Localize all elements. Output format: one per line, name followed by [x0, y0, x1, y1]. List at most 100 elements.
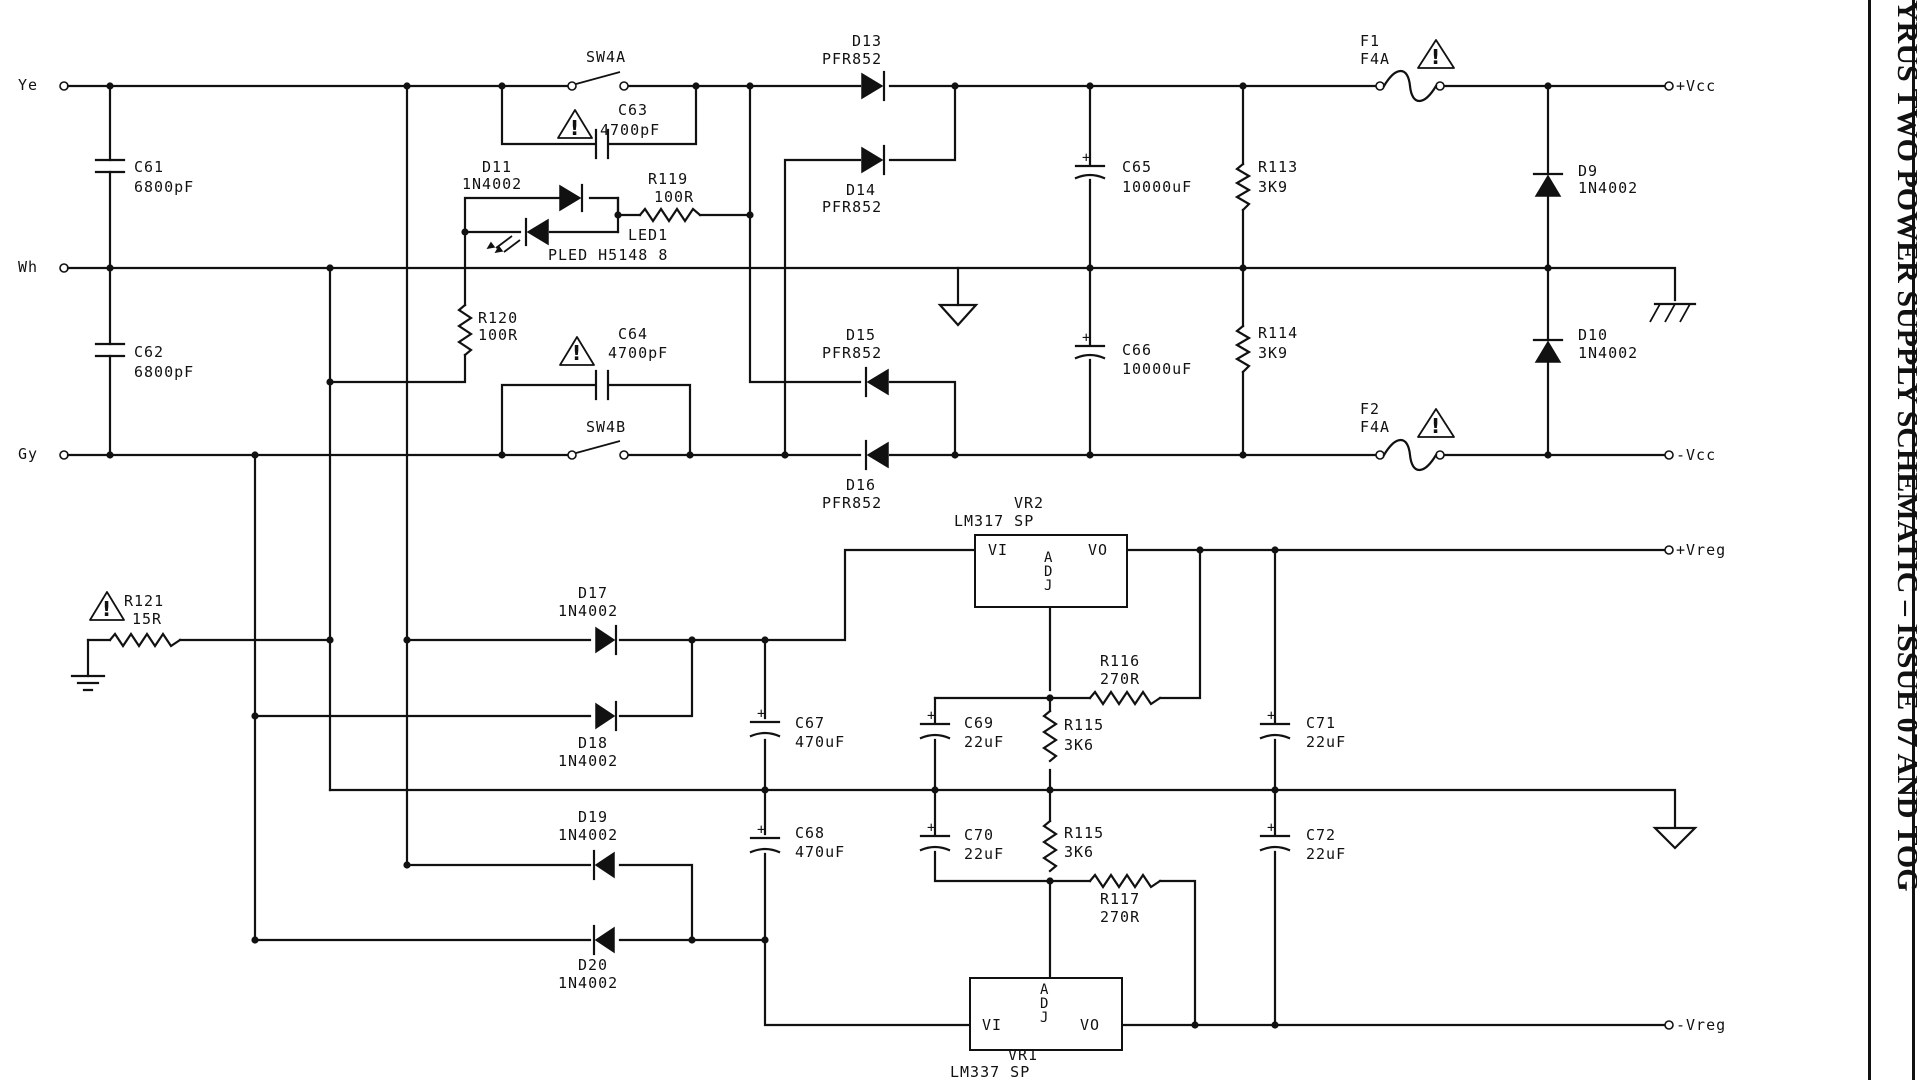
svg-text:!: !: [572, 341, 581, 365]
d10-value: 1N4002: [1578, 344, 1638, 362]
terminal-gy: Gy: [18, 445, 69, 463]
c66-value: 10000uF: [1122, 360, 1192, 378]
f1-value: F4A: [1360, 50, 1390, 68]
resistor-r115-lower: R115 3K6: [1042, 819, 1104, 873]
ground-icon: [937, 303, 979, 327]
c68-value: 470uF: [795, 843, 845, 861]
c61-value: 6800pF: [134, 178, 194, 196]
resistor-r121: ! R121 15R: [89, 591, 182, 648]
vr1-value: LM337 SP: [950, 1063, 1030, 1080]
resistor-r113: R113 3K9: [1234, 158, 1298, 212]
vr2-pin-vi: VI: [988, 541, 1008, 559]
terminal-gy-label: Gy: [18, 445, 38, 463]
c69-ref: C69: [964, 714, 994, 732]
c71-ref: C71: [1306, 714, 1336, 732]
warning-icon: !: [1417, 408, 1455, 438]
r120-ref: R120: [478, 309, 518, 327]
diode-d10: D10 1N4002: [1532, 326, 1638, 363]
d9-value: 1N4002: [1578, 179, 1638, 197]
capacitor-c65: + C65 10000uF: [1074, 150, 1192, 196]
regulator-vr1: VI VO A D J VR1 LM337 SP: [950, 977, 1123, 1080]
vr2-pin-vo: VO: [1088, 541, 1108, 559]
svg-text:!: !: [102, 597, 111, 621]
main-wiring: [66, 84, 1677, 1027]
svg-text:J: J: [1044, 578, 1053, 594]
diode-d13: D13 PFR852: [822, 32, 886, 102]
d18-ref: D18: [578, 734, 608, 752]
terminal-wh-label: Wh: [18, 258, 38, 276]
diode-d19: D19 1N4002: [558, 808, 617, 881]
sw4a-ref: SW4A: [586, 48, 626, 66]
d10-ref: D10: [1578, 326, 1608, 344]
diode-d9: D9 1N4002: [1532, 162, 1638, 197]
terminal-vreg-neg: -Vreg: [1664, 1016, 1726, 1034]
terminal-vcc-pos: +Vcc: [1664, 77, 1715, 95]
r115a-value: 3K6: [1064, 736, 1094, 754]
svg-text:D: D: [1044, 564, 1053, 580]
r117-value: 270R: [1100, 908, 1140, 926]
terminal-ye: Ye: [18, 76, 69, 94]
c67-value: 470uF: [795, 733, 845, 751]
r119-ref: R119: [648, 170, 688, 188]
d14-ref: D14: [846, 181, 876, 199]
vr1-pin-adj: A: [1040, 982, 1049, 998]
title-strip: YRUS TWO POWER SUPPLY SCHEMATIC – ISSUE …: [1868, 0, 1917, 1080]
c70-ref: C70: [964, 826, 994, 844]
d11-value: 1N4002: [462, 175, 522, 193]
c62-value: 6800pF: [134, 363, 194, 381]
regulator-vr2: VI VO A D J VR2 LM317 SP: [954, 494, 1128, 608]
r115b-ref: R115: [1064, 824, 1104, 842]
warning-icon: !: [557, 109, 593, 140]
warning-icon: !: [89, 591, 125, 621]
vr2-ref: VR2: [1014, 494, 1044, 512]
d20-ref: D20: [578, 956, 608, 974]
r115b-value: 3K6: [1064, 843, 1094, 861]
resistor-r116: R116 270R: [1088, 652, 1162, 706]
c65-ref: C65: [1122, 158, 1152, 176]
f2-value: F4A: [1360, 418, 1390, 436]
r116-value: 270R: [1100, 670, 1140, 688]
capacitor-c71: + C71 22uF: [1259, 708, 1345, 751]
d16-value: PFR852: [822, 494, 882, 512]
c72-ref: C72: [1306, 826, 1336, 844]
svg-text:+: +: [927, 708, 936, 724]
svg-text:J: J: [1040, 1010, 1049, 1026]
c67-ref: C67: [795, 714, 825, 732]
svg-text:+: +: [1267, 708, 1276, 724]
d17-ref: D17: [578, 584, 608, 602]
svg-text:+: +: [757, 706, 766, 722]
r119-value: 100R: [654, 188, 694, 206]
d16-ref: D16: [846, 476, 876, 494]
terminal-wh: Wh: [18, 258, 69, 276]
svg-text:!: !: [1431, 414, 1440, 438]
d9-ref: D9: [1578, 162, 1598, 180]
capacitor-c63: ! C63 4700pF: [557, 101, 660, 160]
fuse-f1: F1 F4A !: [1360, 32, 1455, 103]
vreg-neg-label: -Vreg: [1676, 1016, 1726, 1034]
schematic-title: YRUS TWO POWER SUPPLY SCHEMATIC – ISSUE …: [1890, 0, 1917, 892]
d20-value: 1N4002: [558, 974, 618, 992]
r113-ref: R113: [1258, 158, 1298, 176]
capacitor-c68: + C68 470uF: [749, 822, 845, 861]
d15-value: PFR852: [822, 344, 882, 362]
switch-sw4a: SW4A: [567, 48, 629, 91]
capacitor-c62: C62 6800pF: [94, 342, 194, 381]
diode-d16: D16 PFR852: [822, 439, 889, 512]
c65-value: 10000uF: [1122, 178, 1192, 196]
earth-ground-icon: [70, 674, 106, 692]
vr1-ref: VR1: [1008, 1046, 1038, 1064]
c66-ref: C66: [1122, 341, 1152, 359]
diode-d20: D20 1N4002: [558, 924, 618, 992]
diode-d18: D18 1N4002: [558, 700, 617, 770]
svg-text:+: +: [1267, 820, 1276, 836]
resistor-r119: R119 100R: [638, 170, 702, 223]
svg-text:!: !: [1431, 45, 1440, 69]
vreg-pos-label: +Vreg: [1676, 541, 1726, 559]
c63-value: 4700pF: [600, 121, 660, 139]
svg-text:+: +: [757, 822, 766, 838]
vcc-neg-label: -Vcc: [1676, 446, 1716, 464]
diode-d15: D15 PFR852: [822, 326, 889, 398]
resistor-r115-upper: R115 3K6: [1042, 709, 1103, 763]
c70-value: 22uF: [964, 845, 1004, 863]
